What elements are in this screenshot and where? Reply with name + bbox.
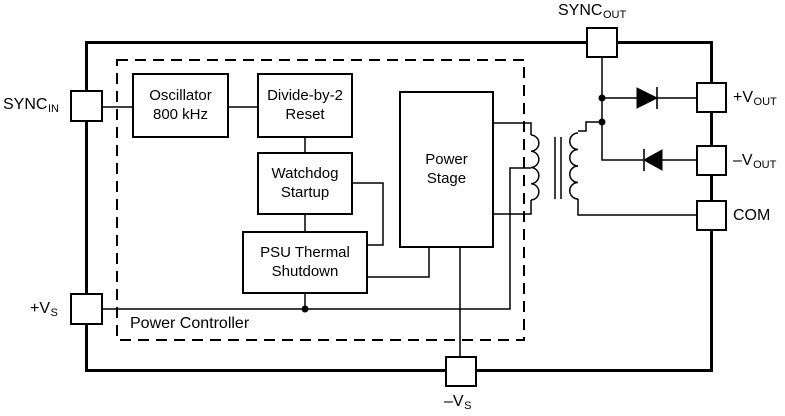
label-pos-vout-sub: OUT [753, 96, 777, 108]
transformer-primary-winding [530, 134, 540, 201]
label-neg-vs-base: –V [444, 393, 464, 410]
wire-psu-powerstage [368, 248, 430, 278]
block-power-stage-line1: Power [425, 150, 468, 168]
label-sync-in-sub: IN [47, 103, 59, 115]
transformer-icon [530, 132, 579, 201]
block-divide-line2: Reset [285, 105, 325, 123]
block-oscillator-line2: 800 kHz [152, 105, 209, 123]
pin-sync-in [70, 90, 103, 122]
pin-pos-vs [70, 293, 103, 325]
label-sync-out-sub: OUT [602, 9, 627, 21]
pin-pos-vout [696, 82, 727, 113]
block-oscillator-line1: Oscillator [149, 86, 212, 104]
block-oscillator: Oscillator 800 kHz [132, 73, 229, 138]
label-neg-vs-sub: S [464, 400, 472, 412]
power-controller-label: Power Controller [130, 315, 250, 332]
label-pos-vout: +VOUT [733, 89, 777, 108]
block-watchdog-startup: Watchdog Startup [257, 152, 353, 215]
label-com: COM [733, 207, 770, 225]
label-pos-vs-base: +V [30, 300, 51, 317]
pin-sync-out [586, 27, 618, 58]
label-neg-vout-base: –V [733, 152, 753, 169]
pin-neg-vout [696, 145, 727, 176]
wire-powerstage-primary-top [494, 122, 532, 135]
label-sync-in: SYNCIN [3, 96, 59, 115]
block-divide-line1: Divide-by-2 [267, 86, 343, 104]
block-psu-line1: PSU Thermal [260, 243, 350, 261]
block-psu-thermal-shutdown: PSU Thermal Shutdown [242, 231, 368, 294]
diode-negvout-icon [642, 149, 663, 171]
block-divide-by-2-reset: Divide-by-2 Reset [257, 73, 353, 138]
wire-syncout-negdiode [601, 58, 643, 161]
block-watchdog-line2: Startup [280, 183, 330, 201]
label-sync-out: SYNCOUT [558, 2, 627, 21]
block-watchdog-line1: Watchdog [271, 164, 339, 182]
wire-watchdog-psu-right [353, 182, 384, 246]
wire-secondary-top [578, 121, 602, 132]
block-power-stage-line2: Stage [426, 169, 467, 187]
label-sync-out-base: SYNC [558, 2, 603, 19]
label-neg-vout-sub: OUT [753, 159, 777, 171]
pin-neg-vs [445, 356, 477, 387]
label-pos-vs: +VS [30, 300, 58, 319]
block-power-stage: Power Stage [399, 91, 494, 248]
junction-dot [598, 118, 606, 126]
wire-secondary-com [577, 199, 696, 216]
label-com-base: COM [733, 207, 771, 224]
junction-dot [598, 94, 606, 102]
label-pos-vs-sub: S [50, 307, 58, 319]
power-controller-boundary [116, 59, 525, 341]
label-pos-vout-base: +V [733, 89, 754, 106]
pin-com [696, 200, 727, 231]
diode-posvout-icon [636, 87, 659, 109]
block-psu-line2: Shutdown [271, 262, 339, 280]
label-neg-vs: –VS [444, 393, 472, 412]
label-sync-in-base: SYNC [3, 96, 48, 113]
diodes [636, 87, 663, 171]
junction-dots [301, 94, 606, 313]
junction-dot [301, 305, 309, 313]
label-neg-vout: –VOUT [733, 152, 777, 171]
wire-powerstage-primary-bottom [494, 200, 532, 215]
transformer-secondary-winding [569, 132, 579, 200]
